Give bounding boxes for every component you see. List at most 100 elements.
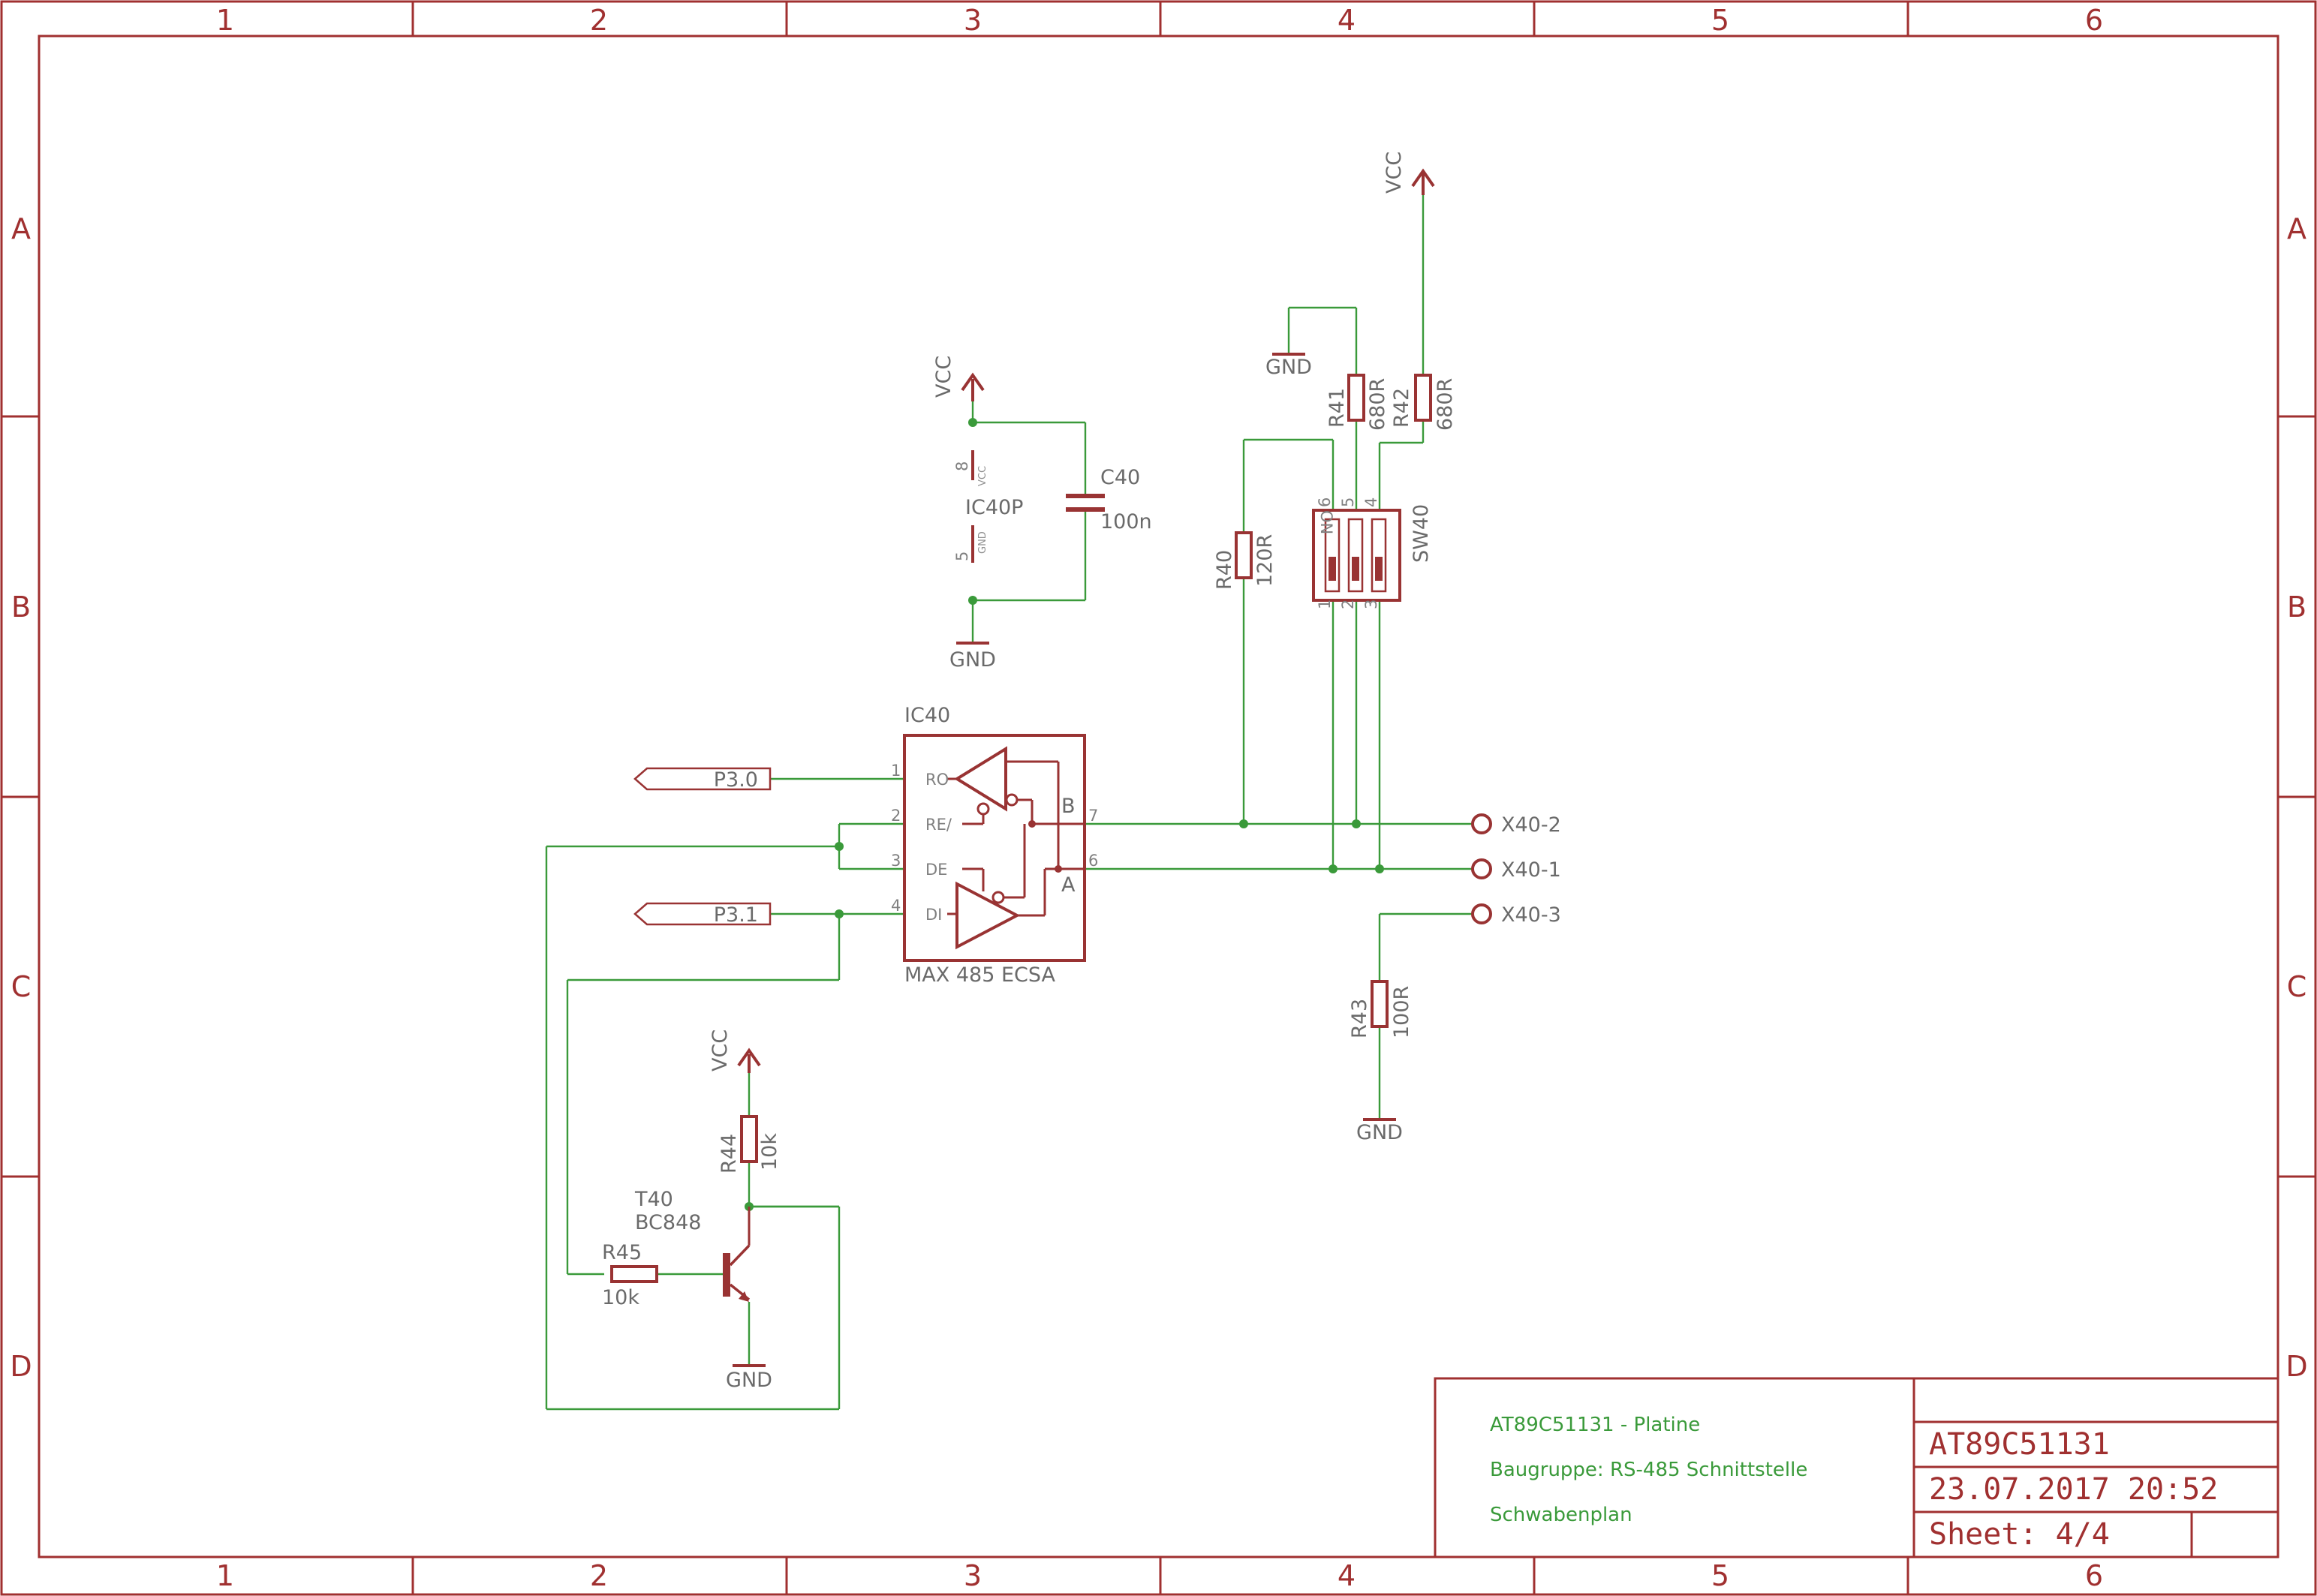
x40-1-label: X40-1 xyxy=(1501,858,1561,882)
ic40-value: MAX 485 ECSA xyxy=(904,963,1056,987)
title-assembly: Baugruppe: RS-485 Schnittstelle xyxy=(1490,1459,1807,1481)
gnd-label-r41: GND xyxy=(1265,356,1312,379)
t40-transistor xyxy=(723,1207,751,1302)
ic40-pin-num-1: 1 xyxy=(891,762,901,780)
row-label-c-right: C xyxy=(2287,970,2307,1003)
column-label-6: 6 xyxy=(2085,4,2103,37)
title-author: Schwabenplan xyxy=(1490,1504,1632,1526)
ic40-pin-de: DE xyxy=(925,861,947,879)
ic40-pin-num-3: 3 xyxy=(891,852,901,870)
ic40p-pin5: 5 xyxy=(953,552,971,561)
ic40-pin-num-6: 6 xyxy=(1088,852,1098,870)
sw40-pin-5: 5 xyxy=(1339,497,1357,507)
vcc-symbol-ic40p xyxy=(961,372,985,401)
r44-value: 10k xyxy=(758,1133,781,1171)
row-label-b-right: B xyxy=(2287,591,2306,624)
row-label-a: A xyxy=(11,212,31,245)
column-label-3-bottom: 3 xyxy=(964,1559,982,1592)
title-block xyxy=(1434,1377,2279,1558)
vcc-label-ic40p: VCC xyxy=(932,356,955,398)
x40-2-terminal xyxy=(1471,813,1492,834)
ic40-pin-num-4: 4 xyxy=(891,897,901,915)
title-datetime: 23.07.2017 20:52 xyxy=(1929,1472,2218,1507)
sw40-pin-6: 6 xyxy=(1316,497,1334,507)
ic40-pin-ro: RO xyxy=(925,771,949,789)
row-label-c: C xyxy=(11,970,32,1003)
column-label-1-bottom: 1 xyxy=(216,1559,234,1592)
column-label-2: 2 xyxy=(590,4,608,37)
sw40-name: SW40 xyxy=(1410,504,1433,563)
ic40-pin-re: RE/ xyxy=(925,816,952,834)
ic40p-name: IC40P xyxy=(965,496,1023,519)
c40-name: C40 xyxy=(1100,466,1140,489)
sw40-pin-4: 4 xyxy=(1362,497,1380,507)
c40-capacitor xyxy=(1066,494,1105,512)
sw40-on-label: ON xyxy=(1317,510,1335,534)
column-label-2-bottom: 2 xyxy=(590,1559,608,1592)
column-label-3: 3 xyxy=(964,4,982,37)
ic40p-pin8: 8 xyxy=(953,461,971,471)
column-label-1: 1 xyxy=(216,4,234,37)
x40-3-label: X40-3 xyxy=(1501,903,1561,927)
r41-resistor xyxy=(1347,374,1365,422)
port-p30-label: P3.0 xyxy=(714,768,758,792)
r41-value: 680R xyxy=(1366,378,1389,431)
t40-name: T40 xyxy=(634,1188,673,1211)
x40-1-terminal xyxy=(1471,858,1492,879)
row-label-d-right: D xyxy=(2285,1350,2307,1383)
r42-value: 680R xyxy=(1434,378,1457,431)
column-label-4: 4 xyxy=(1338,4,1356,37)
ic40-pin-num-7: 7 xyxy=(1088,807,1098,825)
column-label-5: 5 xyxy=(1711,4,1729,37)
ic40p-vcc-pin: VCC xyxy=(977,466,988,486)
vcc-symbol-r42 xyxy=(1411,168,1435,195)
r45-name: R45 xyxy=(602,1241,642,1264)
title-sheet: Sheet: 4/4 xyxy=(1929,1517,2110,1552)
vcc-symbol-r44 xyxy=(737,1047,761,1073)
sw40-pin-3: 3 xyxy=(1362,600,1380,609)
column-label-5-bottom: 5 xyxy=(1711,1559,1729,1592)
row-label-d: D xyxy=(10,1350,32,1383)
x40-3-terminal xyxy=(1471,903,1492,924)
title-project: AT89C51131 - Platine xyxy=(1490,1414,1700,1436)
ic40p-gnd-pin: GND xyxy=(977,531,988,554)
r40-value: 120R xyxy=(1253,534,1277,587)
x40-2-label: X40-2 xyxy=(1501,813,1561,837)
gnd-label-ic40p: GND xyxy=(949,648,996,672)
r44-resistor xyxy=(740,1115,758,1163)
ic40-symbol xyxy=(903,734,1086,962)
r42-resistor xyxy=(1414,374,1432,422)
t40-value: BC848 xyxy=(635,1211,701,1234)
port-p30 xyxy=(633,767,772,791)
r45-value: 10k xyxy=(602,1286,639,1309)
ic40-pin-di: DI xyxy=(925,906,942,924)
r43-value: 100R xyxy=(1390,986,1413,1038)
r41-name: R41 xyxy=(1326,388,1349,428)
ic40-pin-num-2: 2 xyxy=(891,807,901,825)
ic40-pin-b: B xyxy=(1061,795,1076,818)
sw40-pin-1: 1 xyxy=(1316,600,1334,609)
r43-resistor xyxy=(1371,980,1389,1028)
junctions xyxy=(745,418,1384,1211)
vcc-label-r44: VCC xyxy=(709,1029,732,1072)
ic40-name: IC40 xyxy=(904,704,950,727)
port-p31 xyxy=(633,902,772,926)
gnd-label-t40: GND xyxy=(726,1369,772,1392)
r40-resistor xyxy=(1235,531,1253,579)
ic40-pin-a: A xyxy=(1061,873,1076,897)
r45-resistor xyxy=(610,1265,658,1283)
r43-name: R43 xyxy=(1348,999,1371,1038)
r40-name: R40 xyxy=(1213,550,1236,590)
sw40-dip-switch xyxy=(1312,509,1401,602)
port-p31-label: P3.1 xyxy=(714,903,758,927)
row-label-a-right: A xyxy=(2287,212,2306,245)
gnd-label-r43: GND xyxy=(1356,1121,1403,1144)
vcc-label-r42: VCC xyxy=(1383,152,1406,194)
c40-value: 100n xyxy=(1100,510,1152,534)
column-label-6-bottom: 6 xyxy=(2085,1559,2103,1592)
r44-name: R44 xyxy=(718,1134,741,1174)
title-name: AT89C51131 xyxy=(1929,1427,2110,1462)
sw40-pin-2: 2 xyxy=(1339,600,1357,609)
